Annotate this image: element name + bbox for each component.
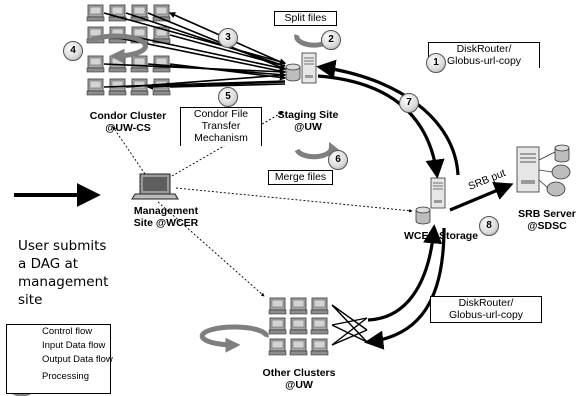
step-8-marker: 8 [479,216,499,236]
staging-site-server-icon [285,52,317,84]
condor-file-transfer-line3: Mechanism [194,132,248,144]
merge-files-box: Merge files [268,170,333,185]
user-submit-text: User submits a DAG at management site [18,237,138,309]
staging-site-label: Staging Site @UW [268,109,348,133]
legend: Control flow Input Data flow Output Data… [6,324,113,394]
diskrouter-top-line2: Globus-url-copy [446,55,522,67]
user-text-line1: User submits [18,238,107,254]
other-clusters-label: Other Clusters @UW [254,367,344,391]
cluster-transfer-arrows [103,12,287,91]
diskrouter-top-box: DiskRouter/ Globus-url-copy [428,42,540,68]
legend-processing: Processing [7,370,110,384]
legend-input-flow-text: Input Data flow [42,340,106,351]
legend-output-flow-text: Output Data flow [42,354,113,365]
diskrouter-bottom-box: DiskRouter/ Globus-url-copy [430,296,542,323]
diskrouter-bottom-line1: DiskRouter/ [458,297,514,309]
condor-file-transfer-line1: Condor File [193,108,249,120]
step-4-marker: 4 [63,41,83,61]
condor-cluster-title: Condor Cluster [89,110,167,122]
wcer-storage-label: WCER Storage [403,230,479,242]
other-clusters-title: Other Clusters [262,367,336,379]
legend-processing-text: Processing [42,371,89,382]
user-text-line2: a DAG at [18,256,79,272]
condor-file-transfer-box: Condor File Transfer Mechanism [180,107,262,146]
wcer-storage-server-icon [415,177,446,225]
other-clusters-computers [268,297,329,356]
diskrouter-top-line1: DiskRouter/ [456,43,512,55]
step-1-marker: 1 [426,53,446,73]
staging-site-location: @UW [294,121,322,133]
step-6-marker: 6 [328,150,348,170]
condor-file-transfer-line2: Transfer [201,120,241,132]
legend-control-flow: Control flow [7,325,110,339]
condor-cluster-label: Condor Cluster @UW-CS [78,110,178,134]
split-files-box: Split files [274,11,337,26]
user-text-line4: site [18,292,43,308]
merge-files-label: Merge files [274,171,327,183]
legend-input-flow: Input Data flow [7,339,110,353]
step-5-marker: 5 [218,87,238,107]
other-clusters-location: @UW [285,379,313,391]
laptop-icon [131,173,179,200]
user-text-line3: management [18,274,109,290]
management-site-location: Site @WCER [133,217,199,229]
other-clusters-transfer-lines [331,304,368,346]
control-flow-arrows [112,111,413,297]
split-files-label: Split files [284,12,327,24]
condor-cluster-computers [86,4,171,96]
step-7-marker: 7 [399,93,419,113]
condor-cluster-location: @UW-CS [105,122,151,134]
srb-server-label: SRB Server @SDSC [514,208,580,232]
srb-server-title: SRB Server [518,208,576,220]
srb-server-location: @SDSC [527,220,567,232]
legend-output-flow: Output Data flow [7,353,113,367]
legend-control-flow-text: Control flow [42,326,93,337]
diskrouter-bottom-line2: Globus-url-copy [448,309,524,321]
step-3-marker: 3 [218,28,238,48]
srb-server-icon [516,144,571,197]
management-site-label: Management Site @WCER [126,205,206,229]
management-site-title: Management [133,205,199,217]
step-2-marker: 2 [321,30,341,50]
staging-site-title: Staging Site [277,109,339,121]
